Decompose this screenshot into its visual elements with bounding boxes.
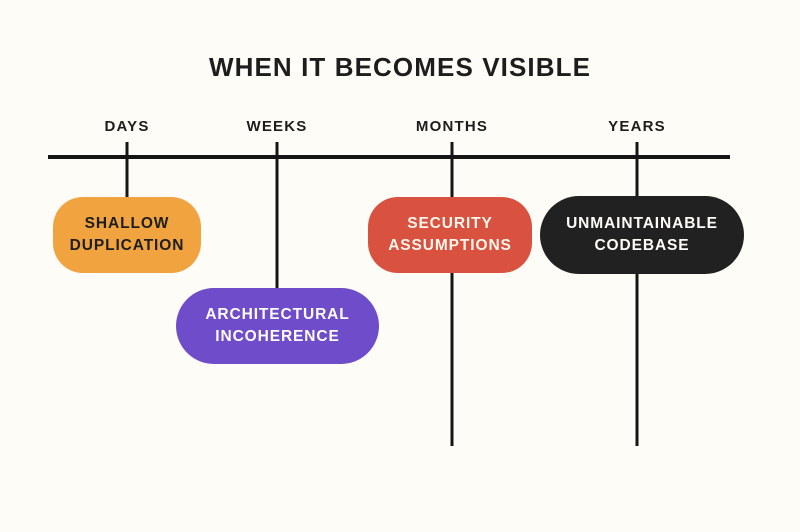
- tick-line-years: [635, 142, 639, 446]
- page-title: WHEN IT BECOMES VISIBLE: [208, 52, 592, 82]
- pill-label-line2: ASSUMPTIONS: [388, 237, 512, 254]
- pill-shallow-duplication[interactable]: SHALLOW DUPLICATION: [53, 197, 201, 273]
- axis-label-weeks: WEEKS: [246, 118, 308, 135]
- pill-unmaintainable-codebase[interactable]: UNMAINTAINABLE CODEBASE: [540, 196, 744, 274]
- pill-label-line1: ARCHITECTURAL: [205, 305, 350, 323]
- pill-label-line1: SECURITY: [407, 214, 493, 232]
- pill-architectural-incoherence[interactable]: ARCHITECTURAL INCOHERENCE: [176, 288, 379, 364]
- tick-line-months: [450, 142, 454, 446]
- axis-label-years: YEARS: [608, 118, 666, 135]
- tick-line-weeks: [275, 142, 279, 292]
- pill-label-line1: SHALLOW: [84, 214, 170, 232]
- axis-label-months: MONTHS: [415, 118, 489, 135]
- timeline-axis: [48, 155, 730, 159]
- pill-label-line2: INCOHERENCE: [215, 328, 340, 345]
- pill-security-assumptions[interactable]: SECURITY ASSUMPTIONS: [368, 197, 532, 273]
- pill-label-line2: CODEBASE: [594, 237, 690, 254]
- pill-label-line2: DUPLICATION: [69, 237, 185, 254]
- pill-label-line1: UNMAINTAINABLE: [566, 214, 718, 232]
- axis-label-days: DAYS: [104, 118, 150, 135]
- tick-line-days: [125, 142, 129, 200]
